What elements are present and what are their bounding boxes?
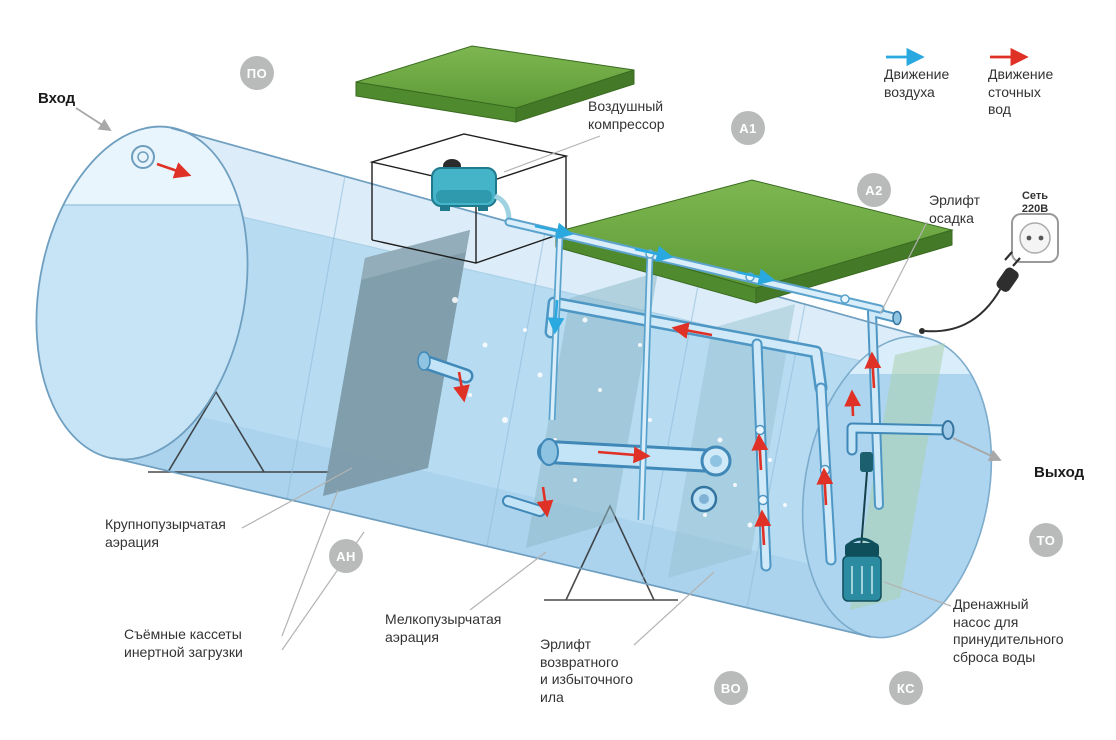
outlet-pipe xyxy=(846,420,955,456)
sludge-airlift-pipe xyxy=(867,307,902,510)
badge-ks: КС xyxy=(889,671,923,705)
label-outlet: Выход xyxy=(1034,464,1085,481)
legend-air-label: Движение воздуха xyxy=(884,66,950,100)
waste-flow-arrow xyxy=(671,322,713,339)
power-cord xyxy=(924,287,1002,333)
lid-small xyxy=(355,45,635,123)
badge-an: АН xyxy=(329,539,363,573)
waste-flow-arrow xyxy=(453,371,470,403)
label-compressor: Воздушный компрессор xyxy=(588,98,665,132)
air-flow-arrow xyxy=(534,222,574,240)
waste-flow-arrow xyxy=(816,467,834,506)
waste-flow-arrow xyxy=(751,433,769,471)
label-fine-aeration: Мелкопузырчатая аэрация xyxy=(385,611,502,645)
inlet-arrow xyxy=(75,107,112,132)
air-flow-arrow xyxy=(547,299,565,335)
badge-po: ПО xyxy=(240,56,274,90)
waste-flow-arrow xyxy=(597,446,651,464)
badge-a1: А1 xyxy=(731,111,765,145)
badge-to: ТО xyxy=(1029,523,1063,557)
air-flow-arrow xyxy=(736,268,776,286)
lid-large xyxy=(554,179,954,304)
waste-flow-arrows xyxy=(156,162,882,546)
inlet-opening xyxy=(131,145,155,169)
waste-flow-arrow xyxy=(754,509,772,546)
label-inlet: Вход xyxy=(38,90,76,107)
air-compressor xyxy=(431,159,512,221)
waste-flow-arrow xyxy=(536,486,554,518)
power-socket-icon xyxy=(1011,213,1059,263)
waste-flow-arrow xyxy=(844,389,862,417)
airlift-pipe-return xyxy=(751,338,772,572)
pipe-flange xyxy=(690,485,718,513)
power-plug-icon xyxy=(996,251,1021,292)
air-flow-arrows xyxy=(534,222,776,335)
support-frame-front xyxy=(148,390,330,473)
outlet-arrow xyxy=(952,437,1002,462)
waste-flow-arrow xyxy=(864,351,882,389)
label-coarse-aeration: Крупнопузырчатая аэрация xyxy=(105,516,226,550)
label-sludge-airlift: Эрлифт осадка xyxy=(929,192,980,226)
badge-vo: ВО xyxy=(714,671,748,705)
air-flow-arrow xyxy=(634,245,674,263)
legend-waste-label: Движение сточных вод xyxy=(988,66,1054,117)
power-cord-end xyxy=(919,328,925,334)
transfer-pipe xyxy=(537,438,732,477)
badge-a2: А2 xyxy=(857,173,891,207)
waste-flow-arrow xyxy=(156,162,192,179)
drain-pump xyxy=(842,452,882,602)
label-return-airlift: Эрлифт возвратного и избыточного ила xyxy=(540,636,634,705)
label-drain-pump: Дренажный насос для принудительного сбро… xyxy=(953,596,1064,665)
float-switch xyxy=(860,452,873,472)
label-cassettes: Съёмные кассеты инертной загрузки xyxy=(124,626,243,660)
small-pipe xyxy=(502,495,546,517)
cassette-panel-dark xyxy=(323,230,470,496)
label-power: Сеть 220В xyxy=(1021,190,1049,216)
